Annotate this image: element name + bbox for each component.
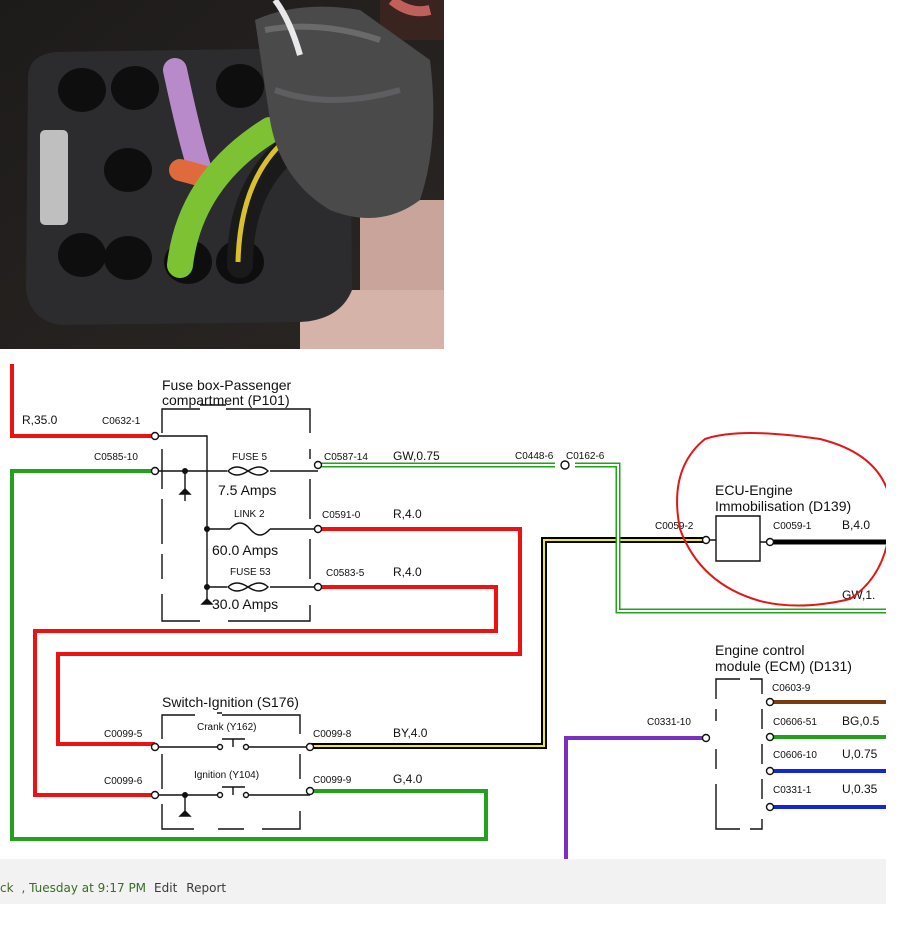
crank-label: Crank (Y162)	[197, 722, 256, 733]
wire-label-bg05: BG,0.5	[842, 714, 880, 728]
connector-c0632: C0632-1	[102, 416, 141, 427]
by-wire-yellow	[310, 539, 706, 747]
annotation-circle	[676, 432, 886, 607]
connector-c0099-9: C0099-9	[313, 775, 352, 786]
post-meta: ck , Tuesday at 9:17 PM Edit Report	[0, 881, 235, 895]
edit-link[interactable]: Edit	[154, 881, 178, 895]
connector-photo	[0, 0, 444, 349]
wire-label-r40-fuse53: R,4.0	[393, 565, 422, 579]
switch-title: Switch-Ignition (S176)	[162, 694, 299, 710]
post-author-link[interactable]: ck	[0, 881, 14, 895]
connector-c0059-2: C0059-2	[655, 521, 694, 532]
wire-label-u075: U,0.75	[842, 747, 878, 761]
red-link2-wire	[56, 527, 522, 746]
wire-label-by40: BY,4.0	[393, 726, 428, 740]
fusebox-title-2: compartment (P101)	[162, 392, 290, 408]
fuse53-label: FUSE 53	[230, 567, 271, 578]
wire-label-u035: U,0.35	[842, 782, 878, 796]
connector-c0331-1: C0331-1	[773, 785, 812, 796]
connector-c0099-5: C0099-5	[104, 729, 143, 740]
wire-label-r40-link: R,4.0	[393, 507, 422, 521]
wire-label-r35: R,35.0	[22, 413, 58, 427]
link2-amps: 60.0 Amps	[212, 542, 278, 558]
connector-c0099-6: C0099-6	[104, 776, 143, 787]
wire-label-g40: G,4.0	[393, 772, 423, 786]
connector-c0583: C0583-5	[326, 568, 365, 579]
connector-c0591: C0591-0	[322, 510, 361, 521]
connector-c0606-10: C0606-10	[773, 750, 817, 761]
red-supply-wire	[10, 364, 155, 438]
connector-c0606-51: C0606-51	[773, 717, 817, 728]
ecu-title-1: ECU-Engine	[715, 482, 793, 498]
connector-c0585: C0585-10	[94, 452, 138, 463]
connector-c0059-1: C0059-1	[773, 521, 812, 532]
connector-c0162: C0162-6	[566, 451, 605, 462]
wire-label-gw075: GW,0.75	[393, 449, 440, 463]
ecm-title-2: module (ECM) (D131)	[715, 658, 852, 674]
post-meta-bar: ck , Tuesday at 9:17 PM Edit Report	[0, 859, 886, 904]
connector-c0603: C0603-9	[772, 683, 811, 694]
fusebox-title-1: Fuse box-Passenger	[162, 377, 292, 393]
connector-c0448: C0448-6	[515, 451, 554, 462]
ecm-title-1: Engine control	[715, 642, 805, 658]
connector-c0587: C0587-14	[324, 452, 368, 463]
red-fuse53-wire	[33, 585, 498, 797]
purple-wire	[564, 736, 706, 859]
fuse53-amps: 30.0 Amps	[212, 596, 278, 612]
connector-c0099-8: C0099-8	[313, 729, 352, 740]
ignition-label: Ignition (Y104)	[194, 770, 259, 781]
fuse5-amps: 7.5 Amps	[218, 482, 276, 498]
wire-label-b40: B,4.0	[842, 518, 870, 532]
report-link[interactable]: Report	[186, 881, 227, 895]
by-wire-black	[310, 537, 706, 749]
post-time-link[interactable]: , Tuesday at 9:17 PM	[21, 881, 147, 895]
wiring-diagram: Fuse box-Passenger compartment (P101) R,…	[10, 364, 886, 859]
fuse5-label: FUSE 5	[232, 452, 267, 463]
connector-c0331-10: C0331-10	[647, 717, 691, 728]
link2-label: LINK 2	[234, 509, 265, 520]
gw-wire-inner	[318, 464, 886, 612]
green-loop-wire	[10, 469, 488, 841]
ecu-title-2: Immobilisation (D139)	[715, 498, 851, 514]
